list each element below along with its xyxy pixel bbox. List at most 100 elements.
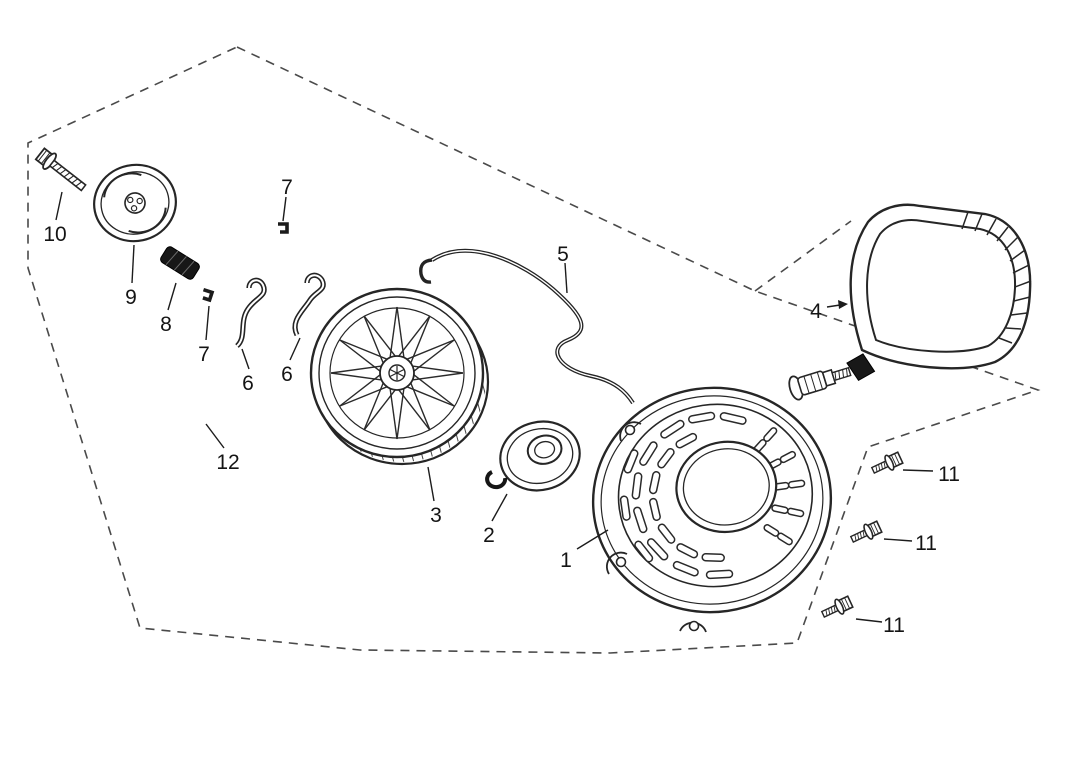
part-10-bolt	[34, 147, 87, 192]
pulley-spoke-line	[413, 339, 455, 372]
callout-part-11a: 11	[902, 463, 960, 486]
part-11-bolt-2	[847, 518, 884, 548]
pulley-spoke-line	[398, 389, 431, 431]
handle-grip-ribs	[961, 211, 1032, 344]
callout-label: 8	[160, 313, 172, 336]
callout-part-7a: 7	[281, 176, 293, 222]
pulley-spoke-line	[413, 374, 455, 407]
pulley-spoke-line	[396, 306, 405, 358]
rope-guide-connector	[846, 353, 876, 382]
housing-vent-slot	[776, 532, 793, 546]
callout-part-7b: 7	[198, 305, 210, 366]
callout-part-1: 1	[560, 529, 609, 572]
part-6-return-spring-left	[235, 277, 267, 348]
pulley-spoke-line	[339, 386, 388, 407]
housing-vent-slot	[657, 523, 676, 544]
pulley-spoke-line	[330, 372, 382, 381]
housing-vent-slot	[676, 543, 699, 559]
housing-vent-slot	[675, 432, 698, 449]
part-2-friction-plate	[499, 420, 581, 492]
part-3-rope-pulley	[309, 287, 490, 466]
callout-label: 2	[483, 524, 495, 547]
pulley-hub-star	[389, 366, 405, 380]
callout-label: 12	[216, 451, 239, 474]
pulley-spoke-line	[363, 315, 396, 357]
housing-vent-slot	[705, 569, 734, 580]
callout-label: 1	[560, 549, 572, 572]
pulley-spoke-line	[363, 389, 396, 431]
part-1-starter-housing	[591, 386, 833, 614]
part-11-bolt-3	[818, 593, 855, 623]
part-5-starter-rope-wire	[419, 249, 635, 405]
pulley-spoke-line	[389, 306, 398, 358]
part-4-starter-handle	[849, 203, 1032, 370]
pulley-spoke-line	[410, 315, 431, 364]
callout-arrowhead	[838, 300, 848, 309]
housing-vent-slot	[633, 506, 648, 534]
callout-label: 10	[43, 223, 66, 246]
housing-vent-slot	[634, 540, 654, 563]
part-9-ratchet-plate	[93, 163, 177, 243]
housing-vent-slot	[688, 411, 716, 424]
housing-vent-slot	[779, 450, 797, 464]
housing-mount-ears	[606, 421, 707, 633]
housing-vent-slot	[763, 427, 778, 443]
part-8-friction-spring	[160, 246, 200, 280]
pulley-spoke-line	[330, 365, 382, 374]
pulley-spoke-line	[363, 315, 384, 364]
pulley-spoke-line	[363, 382, 384, 431]
callout-part-3: 3	[427, 466, 442, 527]
housing-vent-slot	[787, 507, 805, 518]
callout-label: 6	[242, 372, 254, 395]
callout-part-5: 5	[557, 243, 569, 294]
part-6-return-spring-right	[292, 272, 326, 337]
callout-label: 3	[430, 504, 442, 527]
part-2-retainer-clip	[485, 470, 508, 490]
callout-label: 7	[281, 176, 293, 199]
pulley-spoke-line	[410, 382, 431, 431]
pulley-spoke-line	[389, 388, 398, 440]
callout-label: 9	[125, 286, 137, 309]
housing-vent-slot	[719, 412, 747, 425]
pulley-spoke-line	[412, 365, 464, 374]
housing-vent-slot	[648, 471, 661, 495]
callout-part-2: 2	[483, 493, 508, 547]
handle-inner	[866, 219, 1017, 353]
pulley-spoke-line	[339, 374, 381, 407]
housing-vent-slot	[657, 447, 675, 469]
pulley-spokes	[330, 306, 464, 440]
pulley-spoke-line	[406, 339, 455, 360]
housing-vent-slot	[639, 441, 658, 466]
callout-part-11c: 11	[855, 614, 905, 637]
callout-part-12: 12	[205, 423, 240, 474]
callout-label: 6	[281, 363, 293, 386]
pulley-spoke-line	[339, 339, 381, 372]
callout-label: 7	[198, 343, 210, 366]
callout-part-8: 8	[160, 282, 177, 336]
callout-part-10: 10	[43, 191, 67, 246]
callout-part-9: 9	[125, 244, 137, 309]
housing-vent-slot	[787, 479, 806, 489]
pulley-spoke-line	[412, 372, 464, 381]
housing-vent-slot	[660, 419, 685, 439]
callout-label: 5	[557, 243, 569, 266]
pulley-spoke-line	[339, 339, 388, 360]
callout-label: 4	[810, 300, 822, 323]
housing-vents	[619, 411, 806, 580]
callout-part-4: 4	[810, 300, 848, 323]
housing-vent-slot	[619, 495, 631, 521]
pulley-spoke-line	[406, 386, 455, 407]
pulley-spoke-line	[398, 315, 431, 357]
part-7-clip-lower	[202, 287, 215, 303]
housing-vent-slot	[631, 472, 643, 500]
starter-shaft-assembly	[788, 353, 876, 401]
housing-vent-slot	[701, 552, 725, 563]
callout-label: 11	[915, 532, 937, 555]
part-7-clip-upper	[278, 222, 289, 234]
housing-vent-slot	[623, 449, 639, 474]
callout-label: 11	[883, 614, 905, 637]
housing-vent-slot	[649, 497, 661, 521]
housing-vent-slot	[672, 560, 699, 577]
